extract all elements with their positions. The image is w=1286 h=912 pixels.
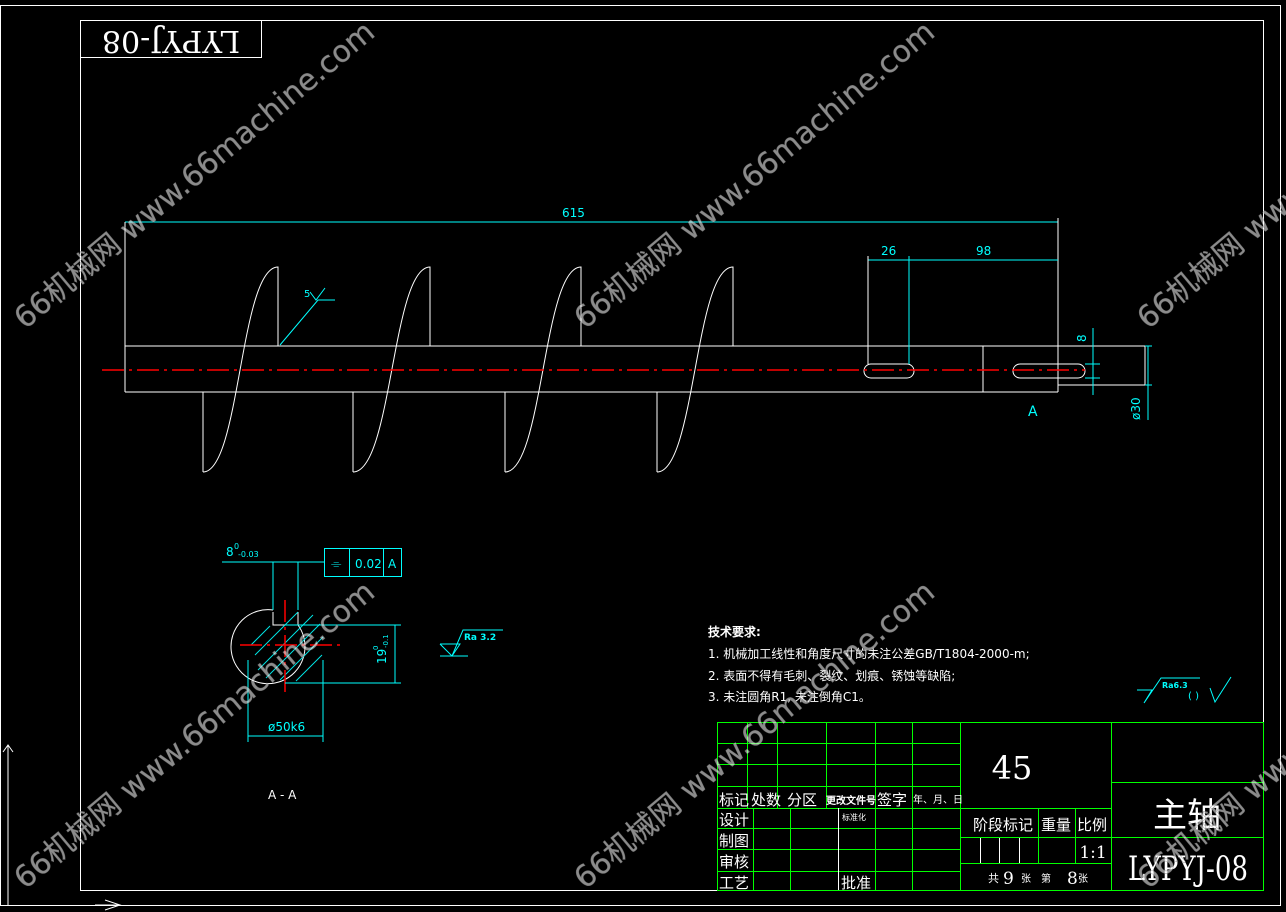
- scale-value: 1:1: [1079, 843, 1106, 863]
- dim-26: 26: [881, 244, 896, 258]
- header-change-doc: 更改文件号: [826, 794, 876, 807]
- role-design: 设计: [719, 811, 749, 829]
- dim-615: 615: [562, 206, 585, 220]
- shaft-main-view: [102, 266, 1146, 473]
- dim-dia30: ø30: [1129, 397, 1143, 420]
- drawing-number: LYPYJ-08: [1128, 849, 1248, 889]
- dim-8: 8: [1075, 334, 1089, 342]
- sheets-total: 9: [1003, 869, 1014, 889]
- tol-datum: A: [388, 557, 397, 571]
- keyway-dim: 8: [226, 545, 234, 559]
- depth-tol-upper: 0: [372, 646, 380, 650]
- role-review: 审核: [719, 853, 749, 871]
- symmetry-icon: ⌯: [331, 557, 342, 572]
- section-roughness: Ra 3.2: [464, 633, 496, 643]
- tech-req-title: 技术要求:: [708, 624, 761, 639]
- watermark: 66机械网 www.66machine.com: [1131, 14, 1286, 336]
- header-signature: 签字: [877, 791, 907, 809]
- keyway-tol-upper: 0: [234, 542, 239, 551]
- diameter-dim: ø50k6: [268, 720, 305, 734]
- role-approve: 批准: [841, 874, 871, 892]
- keyway-slot: [1012, 363, 1086, 379]
- sheet-border: [0, 5, 1281, 906]
- general-roughness-value: Ra6.3: [1162, 681, 1188, 690]
- section-a-a: 8 0 -0.03 ⌯ 0.02 A 19 0 -0.1 ø50k6 Ra 3.…: [222, 542, 503, 802]
- scale-label: 比例: [1077, 816, 1107, 834]
- screw-flights: [202, 266, 734, 473]
- header-count: 处数: [751, 791, 781, 809]
- part-name: 主轴: [1153, 796, 1221, 836]
- technical-requirements: 技术要求: 1. 机械加工线性和角度尺寸的未注公差GB/T1804-2000-m…: [708, 624, 1030, 704]
- drawing-frame: [80, 20, 1264, 891]
- watermarks: 66机械网 www.66machine.com 66机械网 www.66mach…: [7, 14, 1286, 896]
- sheet-unit: 张: [1078, 873, 1088, 885]
- role-drafting: 制图: [719, 832, 749, 850]
- dimensions: 615 26 98 8 ø30 A 5: [124, 206, 1152, 420]
- depth-tol-lower: -0.1: [382, 634, 390, 648]
- tech-req-item: 2. 表面不得有毛刺、裂纹、划痕、锈蚀等缺陷;: [708, 668, 955, 683]
- stage-mark-label: 阶段标记: [973, 816, 1033, 834]
- ucs-icon: [2, 744, 122, 911]
- weight-label: 重量: [1041, 816, 1071, 834]
- role-standardization: 标准化: [842, 812, 866, 822]
- title-block: 45 标记 处数 分区 更改文件号 签字 年、月、日 设计 制图 审核 工艺 标…: [717, 722, 1264, 892]
- tech-req-item: 1. 机械加工线性和角度尺寸的未注公差GB/T1804-2000-m;: [708, 646, 1030, 661]
- sheet-no: 8: [1067, 869, 1078, 889]
- section-mark-A: A: [1028, 404, 1038, 420]
- mirrored-drawing-code: LYPYJ-08: [102, 23, 240, 58]
- watermark: 66机械网 www.66machine.com: [8, 14, 382, 336]
- depth-dim: 19: [375, 649, 389, 664]
- header-zone: 分区: [787, 791, 817, 809]
- section-label: A - A: [268, 788, 297, 802]
- keyway-tol-lower: -0.03: [238, 550, 259, 559]
- geometric-tolerance-frame: ⌯ 0.02 A: [324, 548, 402, 577]
- watermark: 66机械网 www.66machine.com: [568, 14, 942, 336]
- watermark: 66机械网 www.66machine.com: [8, 574, 382, 896]
- flight-roughness: 5: [304, 289, 310, 300]
- general-roughness-paren: ( ): [1188, 691, 1199, 702]
- header-mark: 标记: [719, 791, 749, 809]
- general-roughness-symbol: Ra6.3 ( ): [1137, 676, 1232, 704]
- sheet-unit: 张: [1021, 873, 1031, 885]
- material: 45: [992, 749, 1033, 787]
- tol-value: 0.02: [355, 557, 382, 571]
- role-process: 工艺: [719, 874, 749, 892]
- mirrored-code-box: LYPYJ-08: [80, 20, 262, 58]
- watermark: 66机械网 www.66machine.com: [568, 574, 942, 896]
- watermark: 66机械网 www.66machine.com: [1131, 574, 1286, 896]
- keyway-slot: [863, 363, 915, 379]
- sheets-total-label: 共: [988, 872, 999, 885]
- tech-req-item: 3. 未注圆角R1, 未注倒角C1。: [708, 689, 871, 704]
- sheet-no-label: 第: [1041, 872, 1051, 885]
- dim-98: 98: [976, 244, 991, 258]
- header-date: 年、月、日: [913, 793, 963, 806]
